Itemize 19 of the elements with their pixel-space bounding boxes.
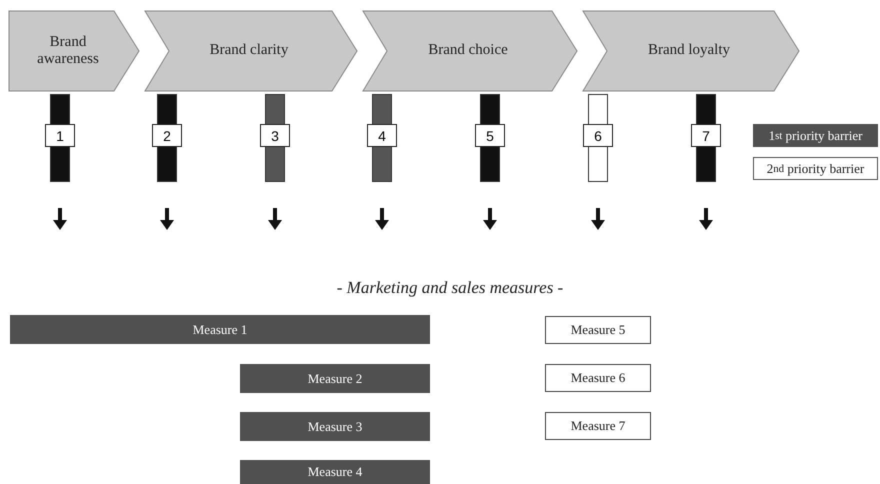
barrier-number: 2	[152, 124, 182, 147]
measure-bar: Measure 5	[545, 316, 651, 344]
stage-banner: Brand awareness	[8, 10, 140, 92]
barrier-number: 7	[691, 124, 721, 147]
barrier-number: 6	[583, 124, 613, 147]
measure-bar: Measure 1	[10, 315, 430, 344]
barrier-number: 1	[45, 124, 75, 147]
barrier-number: 5	[475, 124, 505, 147]
stage-banner: Brand loyalty	[582, 10, 800, 92]
measure-bar: Measure 3	[240, 412, 430, 441]
stage-banner: Brand choice	[362, 10, 578, 92]
barrier-number: 3	[260, 124, 290, 147]
stage-banner: Brand clarity	[144, 10, 358, 92]
section-heading: - Marketing and sales measures -	[336, 278, 564, 298]
measure-bar: Measure 6	[545, 364, 651, 392]
measure-bar: Measure 7	[545, 412, 651, 440]
barrier-number: 4	[367, 124, 397, 147]
measure-bar: Measure 4	[240, 460, 430, 484]
measure-bar: Measure 2	[240, 364, 430, 393]
